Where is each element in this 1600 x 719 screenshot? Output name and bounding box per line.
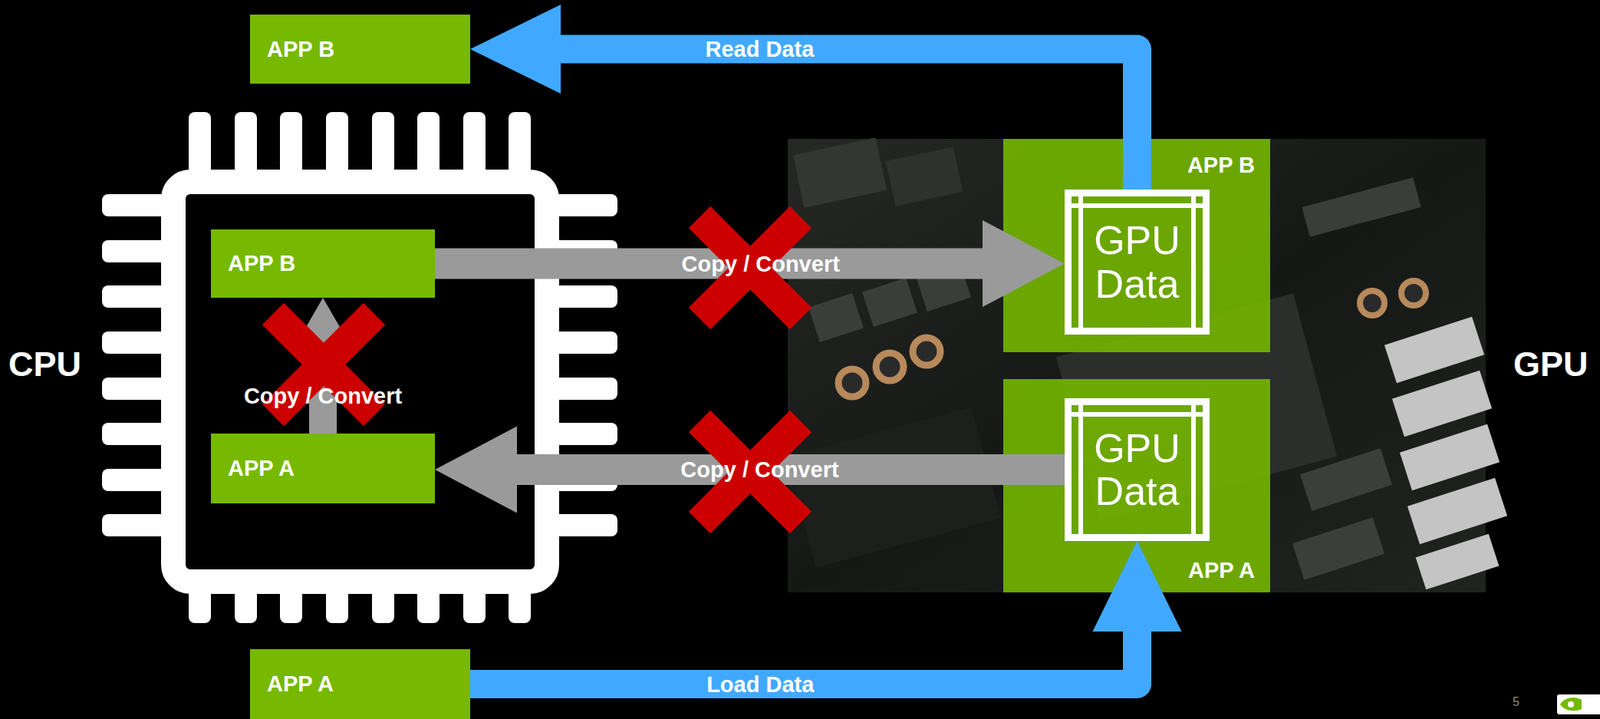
edge-label: Copy / Convert xyxy=(680,457,839,483)
cpu-chip-icon-part xyxy=(173,181,547,582)
arrow-shaft xyxy=(516,454,1065,485)
page-number: 5 xyxy=(1512,694,1520,709)
gpu-board-photo-part xyxy=(1399,424,1500,491)
gpu-board-photo-part xyxy=(912,337,941,366)
app-box: APP A xyxy=(250,648,471,719)
arrow-shaft xyxy=(559,49,1138,190)
gpu-board-photo-part xyxy=(1415,533,1500,590)
gpu-board-photo-part xyxy=(838,368,866,397)
nvidia-logo-part xyxy=(1560,697,1582,711)
arrow-head xyxy=(1093,540,1182,632)
gpu-data-box: GPU Data xyxy=(1064,189,1210,335)
edge-label: Read Data xyxy=(704,36,814,63)
app-name: APP A xyxy=(266,671,334,697)
gpu-board: GPUAPP BGPU DataAPP AGPU Data xyxy=(787,138,1486,593)
data-label: GPU Data xyxy=(1088,426,1186,513)
arrow-head xyxy=(982,220,1065,307)
icon-line xyxy=(1191,404,1196,534)
app-name: APP B xyxy=(227,250,296,277)
gpu-board-photo-part xyxy=(1301,177,1421,237)
gpu-board-photo-part xyxy=(1401,280,1426,306)
app-box: APP A xyxy=(210,433,435,504)
gpu-board-photo-part xyxy=(1359,290,1385,316)
app-name: APP B xyxy=(1187,152,1255,178)
nvidia-logo xyxy=(1557,694,1600,715)
app-box: APP B xyxy=(210,229,435,298)
cpu-chip-icon xyxy=(102,111,618,623)
gpu-board-photo-part xyxy=(786,406,1001,568)
gpu-board-photo-part xyxy=(875,352,904,381)
arrow-head xyxy=(434,426,517,514)
processor-label: CPU xyxy=(8,344,82,385)
app-name: APP A xyxy=(1188,557,1255,583)
gpu-board-photo xyxy=(786,137,1508,593)
copy-arrow xyxy=(434,426,1065,514)
data-flow-arrow xyxy=(470,540,1182,685)
copy-arrow xyxy=(434,220,1065,307)
app-name: APP A xyxy=(227,455,295,481)
icon-line xyxy=(1078,196,1084,328)
nvidia-logo-part xyxy=(1567,701,1574,708)
gpu-board-photo-part xyxy=(862,277,918,327)
app-name: APP B xyxy=(266,36,335,63)
gpu-board-photo-part xyxy=(1384,316,1485,384)
gpu-board-photo-part xyxy=(808,293,864,343)
gpu-data-box: GPU Data xyxy=(1064,398,1210,541)
gpu-board-photo-part xyxy=(1292,516,1385,580)
arrow-head xyxy=(470,4,561,94)
processor-label: GPU xyxy=(1513,344,1589,385)
nvidia-logo-part xyxy=(1557,694,1600,715)
icon-line xyxy=(1191,196,1196,328)
edge-label: Copy / Convert xyxy=(681,250,840,277)
arrow-shaft xyxy=(434,248,984,280)
icon-line xyxy=(1071,411,1203,417)
data-flow-arrow xyxy=(470,4,1138,190)
edge-label: Copy / Convert xyxy=(243,382,402,409)
gpu-board-photo-part xyxy=(1300,447,1393,511)
icon-line xyxy=(1078,404,1084,534)
data-label: GPU Data xyxy=(1088,218,1186,305)
app-box: APP B xyxy=(250,14,471,84)
gpu-board-photo-part xyxy=(1392,370,1492,438)
edge-label: Load Data xyxy=(706,671,814,697)
gpu-board-photo-part xyxy=(885,146,964,206)
icon-line xyxy=(1071,203,1203,208)
gpu-board-photo-part xyxy=(793,137,887,208)
gpu-board-photo-part xyxy=(1407,477,1508,545)
